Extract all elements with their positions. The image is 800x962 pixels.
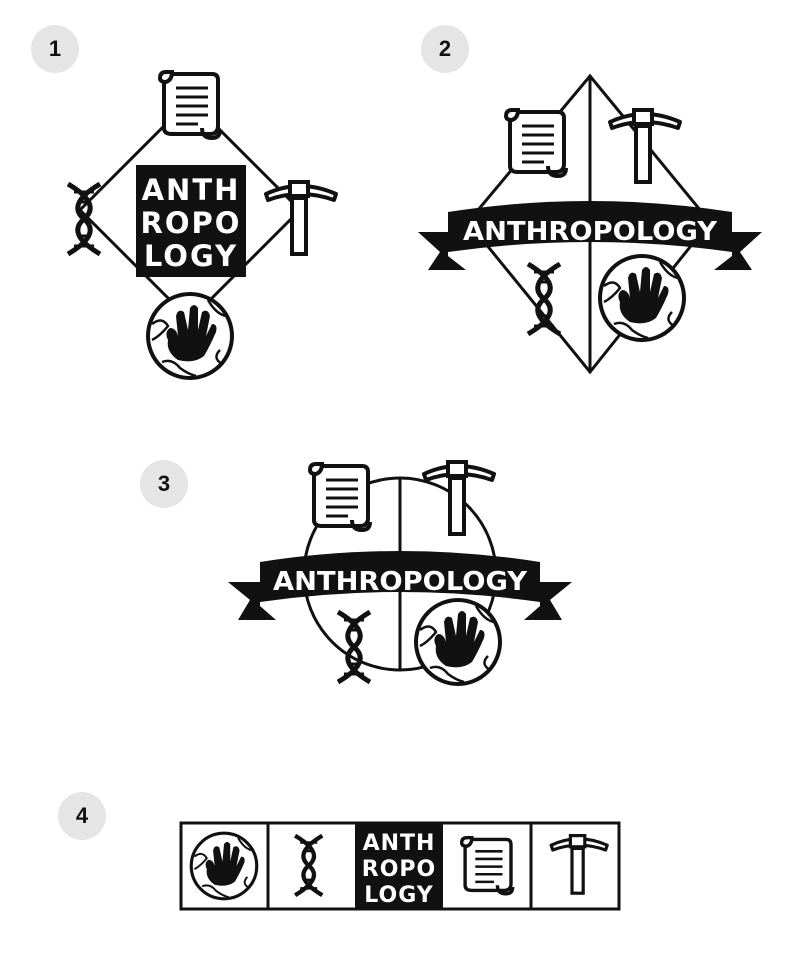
globe-handprint-icon xyxy=(414,598,502,686)
banner-text: ANTHROPOLOGY xyxy=(273,567,528,597)
ribbon-tail-left xyxy=(418,232,466,270)
title-line-2: ROPO xyxy=(362,857,436,882)
scroll-icon xyxy=(504,108,568,178)
concept-number-4: 4 xyxy=(58,792,106,840)
pickaxe-icon xyxy=(264,180,338,256)
title-line-1: ANTH xyxy=(142,173,241,207)
ribbon-tail-right xyxy=(524,582,572,620)
concept-3-logo xyxy=(228,460,572,686)
globe-handprint-icon xyxy=(189,831,259,901)
title-block xyxy=(355,823,443,909)
concept-2-logo xyxy=(418,73,762,375)
scroll-icon xyxy=(158,70,222,140)
concept-number-3: 3 xyxy=(140,460,188,508)
title-block xyxy=(136,165,246,277)
ribbon-tail-left xyxy=(228,582,276,620)
globe-handprint-icon xyxy=(598,254,686,342)
concept-number-1: 1 xyxy=(31,25,79,73)
concept-1-logo xyxy=(68,70,338,380)
banner-ribbon xyxy=(260,551,540,602)
globe-handprint-icon xyxy=(146,292,234,380)
title-line-3: LOGY xyxy=(144,239,238,273)
scroll-icon xyxy=(460,836,515,896)
banner-ribbon xyxy=(448,201,732,252)
concept-4-logo xyxy=(179,821,621,911)
banner-text: ANTHROPOLOGY xyxy=(463,217,718,247)
scroll-icon xyxy=(308,462,372,532)
ribbon-tail-right xyxy=(714,232,762,270)
title-line-1: ANTH xyxy=(363,831,436,856)
title-line-2: ROPO xyxy=(141,206,242,240)
concept-number-2: 2 xyxy=(421,25,469,73)
title-line-3: LOGY xyxy=(364,883,434,908)
